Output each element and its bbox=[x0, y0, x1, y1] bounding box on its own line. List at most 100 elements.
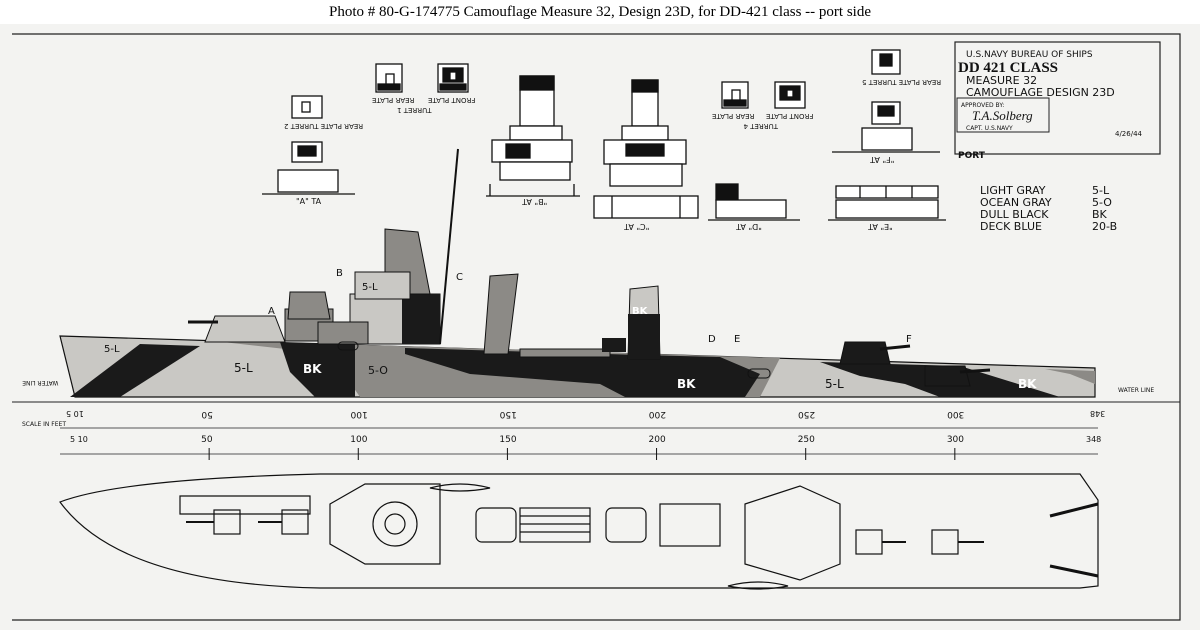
turret-4-rear-plate bbox=[721, 81, 749, 109]
scale-label-top-300: 300 bbox=[947, 409, 964, 419]
profile-label-bk-forward: BK bbox=[303, 362, 322, 376]
scale-ticks-top: 50 100 150 200 250 300 bbox=[201, 409, 964, 419]
turret-1-front-label: FRONT PLATE bbox=[428, 96, 475, 104]
camouflage-drawing-sheet bbox=[0, 24, 1200, 630]
scale-label-top-200: 200 bbox=[649, 409, 666, 419]
scale-label-top-150: 150 bbox=[499, 409, 516, 419]
ship-plan-view bbox=[59, 473, 1099, 590]
gun-mount-4 bbox=[839, 341, 891, 365]
section-marker-d: D bbox=[708, 334, 716, 345]
gun-barrel-5 bbox=[959, 368, 991, 374]
bridge-lower-gray bbox=[317, 321, 369, 345]
scale-end-top: 348 bbox=[1090, 409, 1105, 418]
section-marker-e: E bbox=[734, 334, 740, 345]
profile-label-5o: 5-O bbox=[368, 364, 388, 377]
searchlight-platform bbox=[602, 338, 626, 352]
scale-label-top-50: 50 bbox=[201, 409, 213, 419]
turret-1-rear-label: REAR PLATE bbox=[372, 96, 414, 104]
plan-boat-forward bbox=[429, 483, 491, 492]
turret-1-label: TURRET 1 bbox=[397, 106, 433, 114]
approved-label: APPROVED BY: bbox=[961, 102, 1004, 109]
gun-mount-1 bbox=[204, 315, 286, 343]
plan-director bbox=[372, 501, 418, 547]
section-marker-c: C bbox=[456, 272, 463, 283]
scale-label-bottom-150: 150 bbox=[499, 435, 516, 445]
turret-4-front-label: FRONT PLATE bbox=[766, 112, 813, 120]
porthole-forward bbox=[337, 341, 359, 351]
title-line-bureau: U.S.NAVY BUREAU OF SHIPS bbox=[966, 50, 1093, 60]
approval-signature: T.A.Solberg bbox=[972, 108, 1033, 123]
scale-end-bottom: 348 bbox=[1086, 435, 1101, 444]
foredeck-panel bbox=[179, 495, 311, 515]
sheet-border bbox=[12, 33, 1181, 621]
hull-ocean-gray-stern bbox=[1045, 369, 1095, 384]
scale-small-top: 10 5 bbox=[66, 409, 84, 418]
forward-funnel bbox=[483, 273, 519, 355]
turret-4-front-plate bbox=[774, 81, 806, 109]
profile-label-bridge: 5-L bbox=[362, 282, 378, 293]
foremast bbox=[439, 148, 459, 345]
profile-label-bk-funnel: BK bbox=[632, 306, 649, 317]
legend-code-ocean-gray: 5-O bbox=[1092, 196, 1112, 209]
section-e-label: "E" AT bbox=[868, 222, 893, 231]
gun-mount-5 bbox=[924, 365, 971, 387]
legend-name-ocean-gray: OCEAN GRAY bbox=[980, 196, 1052, 209]
title-line-measure: MEASURE 32 bbox=[966, 74, 1037, 87]
title-line-design: CAMOUFLAGE DESIGN 23D bbox=[966, 86, 1115, 99]
scale-label-bottom-300: 300 bbox=[947, 435, 964, 445]
approval-rank: CAPT. U.S.NAVY bbox=[966, 125, 1013, 132]
scale-label-bottom-250: 250 bbox=[798, 435, 815, 445]
plan-bridge bbox=[329, 483, 441, 565]
section-a-label: "A" TA bbox=[296, 197, 322, 206]
profile-label-bk-aft: BK bbox=[1018, 377, 1037, 391]
plan-gun-mount-5 bbox=[931, 529, 959, 555]
section-marker-b: B bbox=[336, 268, 343, 279]
photo-caption: Photo # 80-G-174775 Camouflage Measure 3… bbox=[329, 4, 871, 20]
camouflage-plate: U.S.NAVY BUREAU OF SHIPS DD 421 CLASS ME… bbox=[12, 33, 1181, 621]
scale-label-top-250: 250 bbox=[798, 409, 815, 419]
waterline-label-left: WATER LINE bbox=[22, 379, 58, 386]
turret-2-label: REAR PLATE TURRET 2 bbox=[284, 122, 363, 130]
plan-gun-mount-4 bbox=[855, 529, 883, 555]
hull-black-forward bbox=[280, 342, 355, 397]
hull-black-midship bbox=[405, 348, 760, 397]
scale-label-top-100: 100 bbox=[350, 409, 367, 419]
profile-label-bow: 5-L bbox=[104, 344, 120, 355]
turret-4-rear-label: REAR PLATE bbox=[712, 112, 754, 120]
plan-stern-rack-upper bbox=[1049, 502, 1099, 518]
legend-code-light-gray: 5-L bbox=[1092, 184, 1110, 197]
profile-label-5l-aft: 5-L bbox=[825, 377, 844, 391]
detail-views: REAR PLATE FRONT PLATE TURRET 1 REAR PLA… bbox=[262, 49, 946, 231]
section-b-label: "B" AT bbox=[522, 197, 547, 206]
pilot-house bbox=[354, 271, 411, 300]
color-legend: LIGHT GRAY 5-L OCEAN GRAY 5-O DULL BLACK… bbox=[980, 184, 1117, 233]
section-d-detail bbox=[708, 183, 800, 221]
section-b-detail bbox=[486, 75, 580, 197]
section-marker-f: F bbox=[906, 334, 912, 345]
turret-5-label: REAR PLATE TURRET 5 bbox=[862, 78, 941, 86]
section-d-label: "D" AT bbox=[736, 222, 762, 231]
scale-small-bottom: 5 10 bbox=[70, 435, 88, 444]
plan-after-deckhouse bbox=[744, 485, 841, 581]
deck-outline bbox=[59, 473, 1099, 589]
section-marker-a: A bbox=[268, 306, 275, 317]
turret-1-front-plate bbox=[437, 63, 469, 93]
profile-label-bk-midship: BK bbox=[677, 377, 696, 391]
section-c-detail bbox=[593, 79, 699, 219]
plan-torpedo-tubes bbox=[519, 507, 591, 543]
title-line-class: DD 421 CLASS bbox=[958, 60, 1058, 76]
approval-date: 4/26/44 bbox=[1115, 130, 1143, 138]
turret-5-detail bbox=[832, 49, 940, 153]
scale-label: SCALE IN FEET bbox=[22, 421, 66, 428]
turret-2-detail bbox=[262, 95, 355, 195]
ship-profile-port-side: 5-L 5-L 5-L BK 5-O BK BK 5-L BK A B C D … bbox=[22, 148, 1154, 398]
porthole-aft bbox=[747, 368, 771, 379]
section-f-label: "F" AT bbox=[870, 155, 894, 164]
hull-black-bow bbox=[70, 344, 200, 397]
legend-code-dull-black: BK bbox=[1092, 208, 1108, 221]
plan-boat-aft bbox=[727, 581, 789, 590]
plan-searchlight-deck bbox=[659, 503, 721, 547]
plan-forward-funnel bbox=[475, 507, 517, 543]
scale-label-bottom-100: 100 bbox=[350, 435, 367, 445]
scale-label-bottom-50: 50 bbox=[201, 435, 213, 445]
